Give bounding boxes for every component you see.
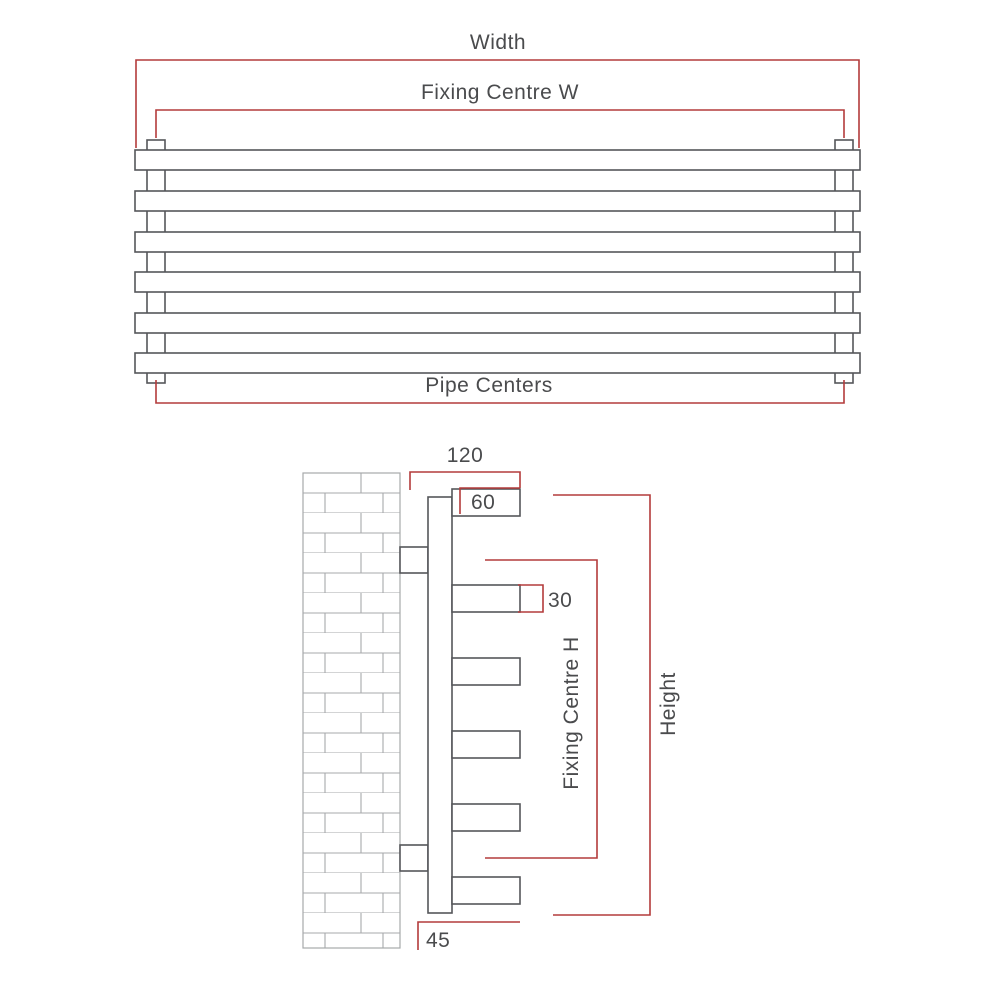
radiator-tube bbox=[451, 730, 521, 759]
front-view: Width Fixing Centre W Pipe Centers bbox=[134, 31, 861, 404]
fixing-centre-h-line bbox=[485, 559, 598, 859]
fixing-centre-w-dimension: Fixing Centre W bbox=[155, 81, 845, 138]
tube-height-label: 30 bbox=[548, 589, 572, 612]
pipe-centers-dimension: Pipe Centers bbox=[155, 374, 845, 404]
radiator-bar bbox=[134, 352, 861, 374]
fixing-centre-h-dimension: Fixing Centre H bbox=[485, 559, 598, 859]
depth-dimension: 120 bbox=[409, 444, 521, 490]
height-label: Height bbox=[657, 672, 680, 736]
tube-depth-label: 60 bbox=[471, 491, 495, 514]
side-view: 120 60 30 Fixing Centre H Height 45 bbox=[302, 444, 680, 952]
radiator-bar bbox=[134, 231, 861, 253]
width-dimension-line bbox=[135, 59, 860, 148]
tube-depth-line bbox=[459, 487, 520, 514]
tube-depth-dimension: 60 bbox=[459, 487, 520, 514]
width-label: Width bbox=[470, 31, 526, 54]
radiator-tube bbox=[451, 488, 521, 517]
tube-height-line bbox=[518, 584, 544, 613]
depth-label: 120 bbox=[447, 444, 484, 467]
pipe-centers-label: Pipe Centers bbox=[425, 374, 552, 397]
bottom-offset-line bbox=[417, 921, 520, 950]
radiator-tube bbox=[451, 584, 521, 613]
pipe-centers-line bbox=[155, 380, 845, 404]
radiator-tube bbox=[451, 803, 521, 832]
radiator-side bbox=[399, 488, 521, 914]
bottom-offset-dimension: 45 bbox=[417, 921, 520, 952]
right-side-rail bbox=[834, 139, 854, 384]
radiator-bar bbox=[134, 271, 861, 293]
radiator-tube bbox=[451, 876, 521, 905]
radiator-bar bbox=[134, 190, 861, 212]
radiator-tube bbox=[451, 657, 521, 686]
width-dimension: Width bbox=[135, 31, 860, 148]
left-side-rail bbox=[146, 139, 166, 384]
wall-bracket-top bbox=[399, 546, 429, 574]
wall-bracket-bottom bbox=[399, 844, 429, 872]
tube-height-dimension: 30 bbox=[518, 584, 572, 613]
fixing-centre-w-line bbox=[155, 109, 845, 138]
fixing-centre-w-label: Fixing Centre W bbox=[421, 81, 579, 104]
fixing-centre-h-label: Fixing Centre H bbox=[560, 636, 583, 789]
radiator-bar bbox=[134, 149, 861, 171]
height-dimension-line bbox=[553, 494, 651, 916]
bottom-offset-label: 45 bbox=[426, 929, 450, 952]
depth-dimension-line bbox=[409, 471, 521, 490]
height-dimension: Height bbox=[553, 494, 680, 916]
radiator-front bbox=[134, 139, 861, 384]
side-rail bbox=[427, 496, 453, 914]
radiator-bar bbox=[134, 312, 861, 334]
brick-wall bbox=[302, 472, 401, 949]
